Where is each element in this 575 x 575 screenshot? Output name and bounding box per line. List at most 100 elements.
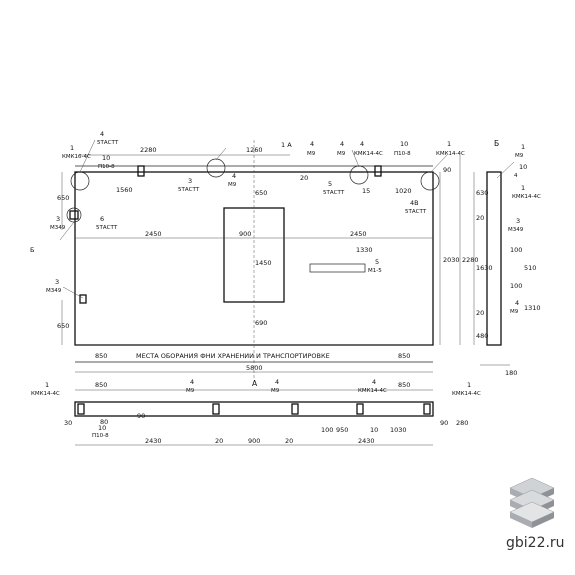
lbl-a10-01: 10 — [102, 154, 110, 162]
section-b-outline — [486, 171, 502, 346]
lbl-d4a: 4 — [232, 172, 236, 180]
sa-b1030: 1030 — [390, 426, 407, 434]
lbl-d5800: 5800 — [246, 364, 263, 372]
sa-b100: 100 — [321, 426, 333, 434]
lbl-d3a: 3 — [56, 215, 60, 223]
sa-plate-4 — [356, 403, 364, 415]
lbl-d850r: 850 — [398, 352, 410, 360]
lbl-d3d: 5ТАСТТ — [178, 187, 200, 193]
sa-b10b: П10-8 — [92, 433, 109, 439]
sb1630: 1630 — [476, 264, 493, 272]
lbl-d5b: 5ТАСТТ — [323, 190, 345, 196]
lbl-m3a: 3 — [55, 278, 59, 286]
lbl-top1b: КМК14-4С — [436, 151, 465, 157]
lbl-d6: 6 — [100, 215, 104, 223]
sa-b2430l: 2430 — [145, 437, 162, 445]
watermark-text: gbi22.ru — [506, 535, 565, 551]
leader-4 — [429, 154, 448, 174]
leader-6 — [62, 286, 84, 299]
sa-b20a: 20 — [215, 437, 223, 445]
sb4b: М9 — [510, 309, 519, 315]
lbl-place: МЕСТА ОБОРАНИЯ ФНИ ХРАНЕНИИ И ТРАНСПОРТИ… — [136, 352, 330, 360]
sa-b20b: 20 — [285, 437, 293, 445]
sa-b900: 900 — [248, 437, 260, 445]
lbl-a1-02: КМК16-4С — [62, 154, 91, 160]
sb3: 10 — [519, 163, 527, 171]
lbl-sec-a-top: 1 А — [281, 141, 292, 149]
lbl-d2280: 2280 — [140, 146, 157, 154]
sa-b1d: КМК14-4С — [452, 391, 481, 397]
lifting-loop-right-b — [420, 171, 440, 191]
channel-slot — [309, 263, 366, 273]
sa-b4c: 4 — [275, 378, 279, 386]
sa-b1a: 1 — [45, 381, 49, 389]
lbl-top10b: П10-8 — [394, 151, 411, 157]
section-a-outline — [74, 401, 434, 417]
lbl-d5a: 5 — [328, 180, 332, 188]
lbl-d4g: 4В — [410, 199, 419, 207]
lbl-d850l: 850 — [95, 352, 107, 360]
lbl-d3c: 3 — [188, 177, 192, 185]
sa-b2430r: 2430 — [358, 437, 375, 445]
lbl-d650b: 650 — [255, 189, 267, 197]
sa-b30: 30 — [64, 419, 72, 427]
sb100b: 100 — [510, 282, 522, 290]
sa-b4e: 4 — [372, 378, 376, 386]
leader-3 — [351, 149, 360, 168]
lbl-d2450r: 2450 — [350, 230, 367, 238]
sa-b4f: КМК14-4С — [358, 388, 387, 394]
lbl-a4-01: 4 — [100, 130, 104, 138]
sb2: М9 — [515, 153, 524, 159]
sb4: 4 — [514, 173, 518, 179]
loop-stub-b — [374, 165, 382, 177]
sb180: 180 — [505, 369, 517, 377]
embedded-plate-left — [69, 210, 79, 220]
sb5: 1 — [521, 184, 525, 192]
lbl-d2280v: 2280 — [462, 256, 479, 264]
section-a-view: А 850 850 4 М9 4 М9 4 КМК14-4С 1 КМК14-4… — [31, 378, 481, 446]
sa-plate-5 — [423, 403, 431, 415]
lbl-top4b: М9 — [307, 151, 316, 157]
sb20a: 20 — [476, 214, 484, 222]
embedded-plate-bottom-left — [79, 294, 87, 304]
sa-b80: 80 — [100, 418, 108, 426]
sa-b850r: 850 — [398, 381, 410, 389]
sb6: КМК14-4С — [512, 194, 541, 200]
sa-b10c: 10 — [370, 426, 378, 434]
lifting-loop-center — [206, 158, 226, 178]
lbl-d1260: 1260 — [246, 146, 263, 154]
sa-b1b: КМК14-4С — [31, 391, 60, 397]
lbl-top1a: 1 — [447, 140, 451, 148]
lbl-a1-01: 1 — [70, 144, 74, 152]
lbl-d2450l: 2450 — [145, 230, 162, 238]
lbl-top4f: КМК14-4С — [354, 151, 383, 157]
lbl-d1330: 1330 — [356, 246, 373, 254]
lbl-d3b: М349 — [50, 225, 66, 231]
lbl-top10a: 10 — [400, 140, 408, 148]
lbl-d1450: 1450 — [255, 259, 272, 267]
sb3b: 3 — [516, 217, 520, 225]
lbl-d900: 900 — [239, 230, 251, 238]
lbl-d20a: 20 — [300, 174, 308, 182]
sa-plate-3 — [291, 403, 299, 415]
sb630: 630 — [476, 189, 488, 197]
leader-1 — [79, 139, 96, 173]
sa-b10: 10 — [98, 424, 106, 432]
lbl-d650c: 650 — [57, 322, 69, 330]
lbl-top4d: М9 — [337, 151, 346, 157]
sa-plate-2 — [212, 403, 220, 415]
section-b-leader — [496, 161, 515, 179]
lifting-loop-left — [70, 171, 90, 191]
lbl-d1560: 1560 — [116, 186, 133, 194]
sa-b280: 280 — [456, 419, 468, 427]
sb1: 1 — [521, 143, 525, 151]
sb510: 510 — [524, 264, 536, 272]
sa-b4b: М9 — [186, 388, 195, 394]
embedded-part-left — [66, 207, 82, 223]
leader-2 — [215, 147, 227, 161]
lbl-top4c: 4 — [340, 140, 344, 148]
plan-view: 4 5ТАСТТ 1 КМК16-4С 10 П10-8 2280 1260 6… — [30, 130, 479, 380]
sb3c: М349 — [508, 227, 524, 233]
sb480: 480 — [476, 332, 488, 340]
